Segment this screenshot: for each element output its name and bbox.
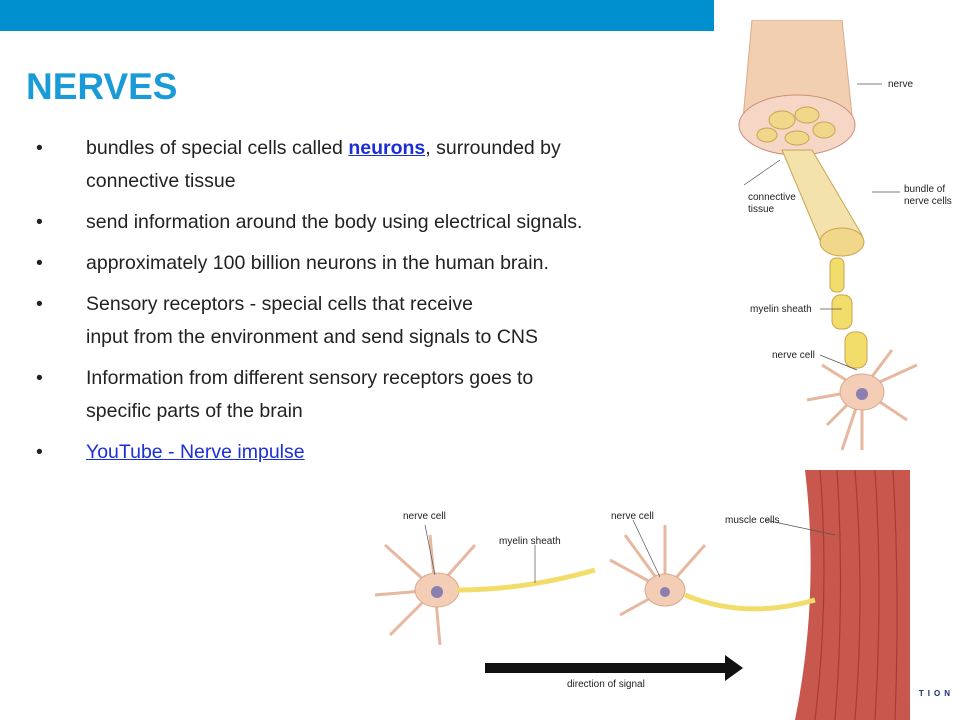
bullet-marker: • — [36, 441, 43, 463]
bullet-text: specific parts of the brain — [86, 400, 303, 422]
signal-path-illustration: nerve cell myelin sheath nerve cell musc… — [374, 469, 910, 720]
bullet-item: • approximately 100 billion neurons in t… — [36, 247, 716, 280]
bullet-text: approximately 100 billion neurons in the… — [86, 252, 549, 274]
fascicle — [784, 130, 810, 146]
myelin-segment — [844, 331, 868, 369]
bullet-marker: • — [36, 211, 43, 233]
youtube-link[interactable]: YouTube - Nerve impulse — [86, 441, 305, 463]
myelin-segment — [831, 294, 853, 330]
label-muscle-cells: muscle cells — [725, 515, 779, 526]
label-nerve-cell: nerve cell — [772, 350, 815, 361]
bullet-marker: • — [36, 137, 43, 159]
label-connective: connective — [748, 192, 796, 203]
muscle-tissue — [795, 470, 910, 720]
bullet-marker: • — [36, 252, 43, 274]
bullet-item: • Information from different sensory rec… — [36, 362, 716, 428]
myelin-axon — [684, 592, 816, 612]
nucleus — [856, 388, 868, 400]
bullet-text: , surrounded by — [425, 137, 561, 159]
myelin-axon — [456, 567, 596, 593]
bullet-text: Information from different sensory recep… — [86, 367, 534, 389]
header-bar — [0, 0, 714, 31]
label-myelin: myelin sheath — [750, 304, 812, 315]
nucleus — [660, 587, 670, 597]
bullet-item: • bundles of special cells called neuron… — [36, 132, 716, 198]
bullet-item: • Sensory receptors - special cells that… — [36, 288, 716, 354]
fascicle — [812, 121, 836, 139]
bullet-text: send information around the body using e… — [86, 211, 583, 233]
myelin-segment — [829, 257, 845, 293]
bullet-marker: • — [36, 293, 43, 315]
bullet-text: Sensory receptors - special cells that r… — [86, 293, 473, 315]
footer-mark: TION — [918, 689, 954, 698]
fascicle — [768, 110, 796, 130]
label-right-nerve-cell: nerve cell — [611, 511, 654, 522]
slide-title: NERVES — [26, 66, 178, 107]
label-bundle: bundle of — [904, 184, 945, 195]
signal-arrow-shaft — [485, 663, 725, 673]
bullet-text: bundles of special cells called — [86, 137, 349, 159]
bullet-text: connective tissue — [86, 170, 236, 192]
bullet-item: • YouTube - Nerve impulse — [36, 436, 716, 469]
bullet-marker: • — [36, 367, 43, 389]
bullet-list: • bundles of special cells called neuron… — [36, 132, 716, 477]
label-bottom-myelin: myelin sheath — [499, 536, 561, 547]
label-direction: direction of signal — [567, 679, 645, 690]
bullet-item: • send information around the body using… — [36, 206, 716, 239]
fascicle — [794, 106, 820, 124]
neurons-link[interactable]: neurons — [348, 137, 426, 159]
fascicle — [756, 127, 778, 143]
label-nerve-cells: nerve cells — [904, 196, 952, 207]
label-nerve: nerve — [888, 79, 913, 90]
nucleus — [431, 586, 443, 598]
signal-arrow-head — [725, 655, 743, 681]
label-left-nerve-cell: nerve cell — [403, 511, 446, 522]
bullet-text: input from the environment and send sign… — [86, 326, 538, 348]
nerve-structure-illustration: nerve connective tissue bundle of nerve … — [738, 20, 952, 451]
nerve-cross-section — [738, 94, 856, 156]
bundle-cross-section — [819, 227, 865, 257]
label-tissue: tissue — [748, 204, 775, 215]
